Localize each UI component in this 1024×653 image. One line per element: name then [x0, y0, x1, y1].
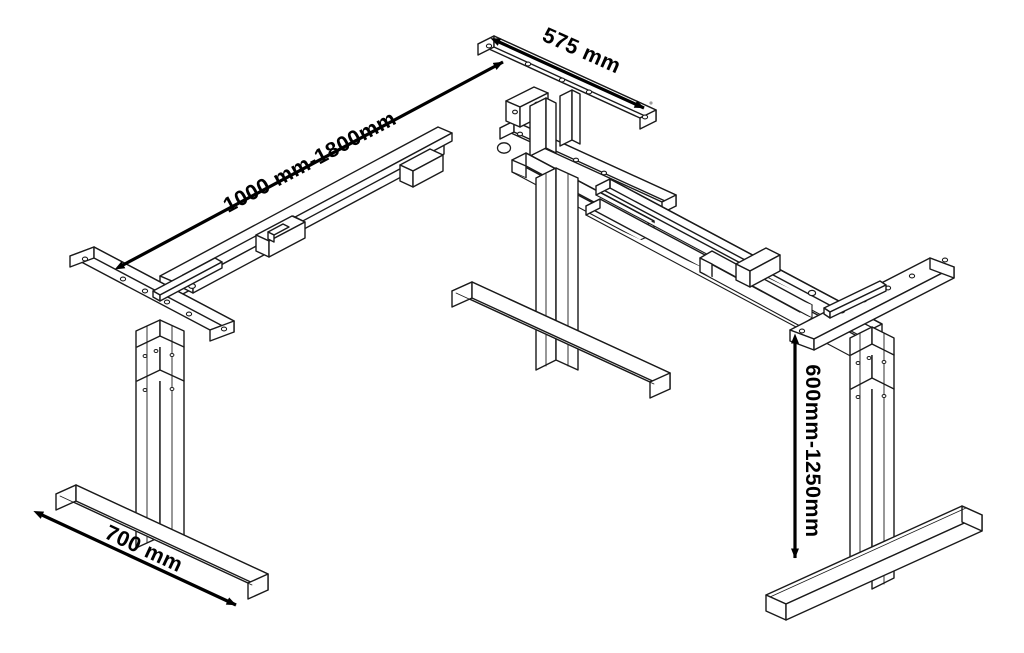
right-foot: [765, 505, 983, 621]
scan-artifact-dot: [649, 101, 653, 105]
corner-hub-boss-left: [496, 142, 512, 154]
right-arm-assembly: [585, 178, 983, 621]
right-beam-slider-collar: [735, 247, 781, 288]
foot-depth-arrow: [33, 511, 237, 607]
left-arm-length-arrow: [114, 60, 504, 270]
left-column: [135, 319, 185, 549]
right-beam-bolt-hole: [807, 289, 817, 297]
column-height-label: 600mm-1250mm: [801, 364, 825, 537]
right-arm-width-arrow: [490, 38, 645, 110]
corner-foot: [451, 281, 671, 399]
dimension-column-height: 600mm-1250mm: [791, 333, 825, 559]
right-bracket-extension: [823, 280, 887, 319]
